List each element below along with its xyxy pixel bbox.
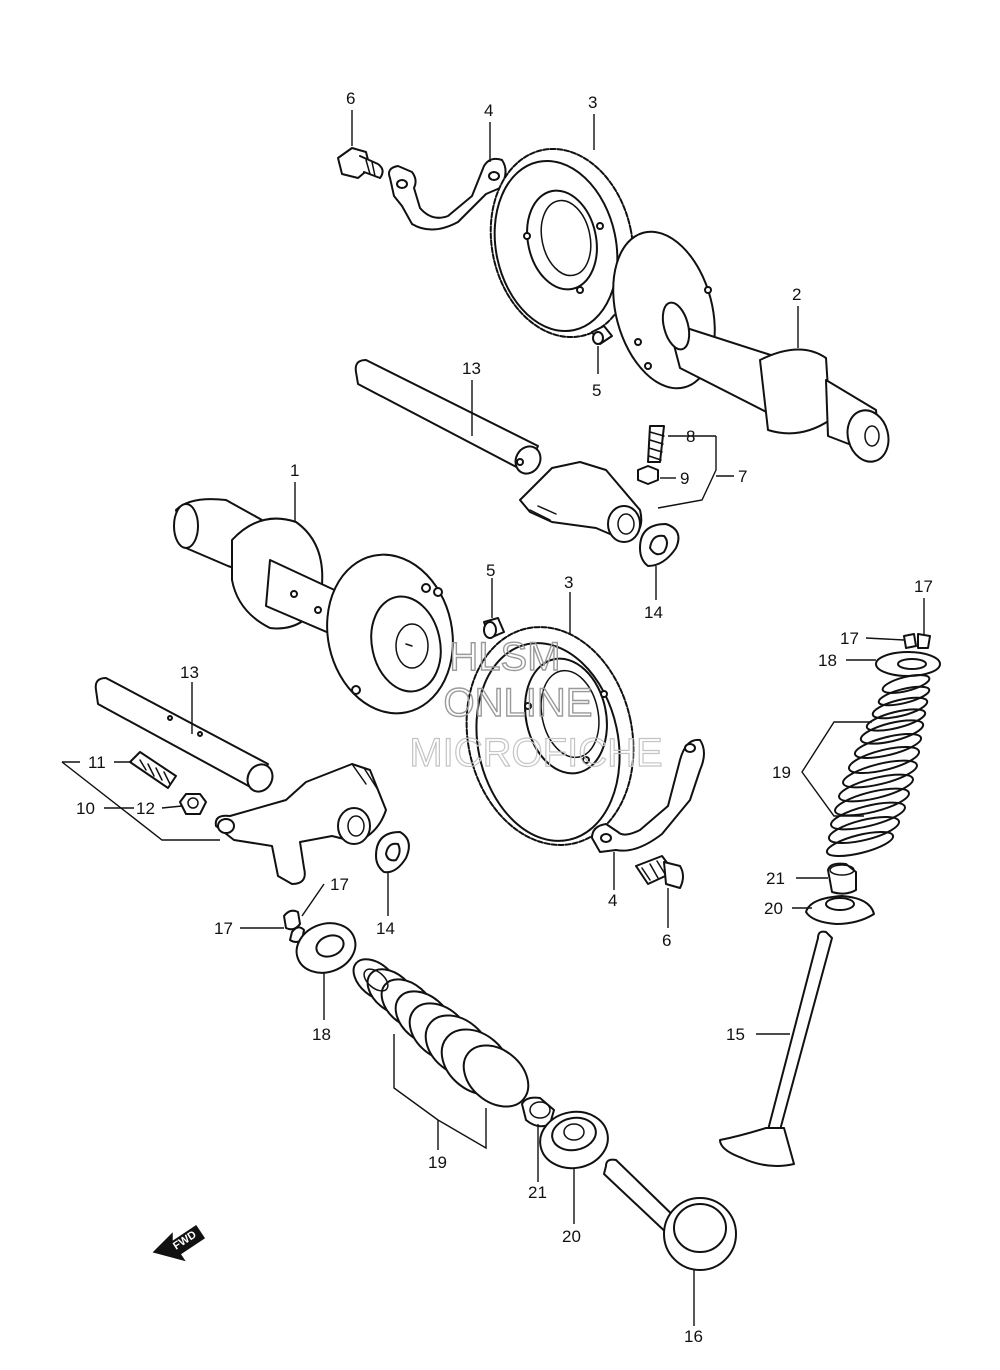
callout-15: 15 bbox=[726, 1025, 745, 1044]
callout-12: 12 bbox=[136, 799, 155, 818]
callout-9: 9 bbox=[680, 469, 689, 488]
callout-21-right: 21 bbox=[766, 869, 785, 888]
callout-4-lower: 4 bbox=[608, 891, 617, 910]
callout-10: 10 bbox=[76, 799, 95, 818]
callout-6-upper: 6 bbox=[346, 89, 355, 108]
fwd-arrow-icon: FWD bbox=[152, 1224, 206, 1262]
part-3-gear-lower[interactable] bbox=[447, 611, 653, 860]
part-1-camshaft[interactable] bbox=[173, 498, 467, 725]
callout-6-lower: 6 bbox=[662, 931, 671, 950]
part-16-valve-lower[interactable] bbox=[603, 1158, 737, 1271]
callout-18-right: 18 bbox=[818, 651, 837, 670]
callout-20-lower: 20 bbox=[562, 1227, 581, 1246]
part-17-cotter-lower[interactable] bbox=[283, 909, 305, 943]
part-14-keeper-upper[interactable] bbox=[639, 523, 680, 567]
callout-16: 16 bbox=[684, 1327, 703, 1346]
callout-2: 2 bbox=[792, 285, 801, 304]
part-19-springs-lower[interactable] bbox=[346, 951, 540, 1119]
callout-7: 7 bbox=[738, 467, 747, 486]
callout-14-lower: 14 bbox=[376, 919, 395, 938]
part-13-shaft-lower[interactable] bbox=[94, 677, 277, 796]
callout-5-upper: 5 bbox=[592, 381, 601, 400]
part-4-bracket-upper[interactable] bbox=[388, 157, 507, 231]
callout-13-upper: 13 bbox=[462, 359, 481, 378]
part-21-seal-lower[interactable] bbox=[521, 1096, 555, 1128]
part-4-bracket-lower[interactable] bbox=[591, 738, 705, 853]
callout-5-lower: 5 bbox=[486, 561, 495, 580]
callout-19-lower: 19 bbox=[428, 1153, 447, 1172]
watermark: HLSM ONLINE MICROFICHE bbox=[409, 634, 664, 775]
callout-14-upper: 14 bbox=[644, 603, 663, 622]
watermark-line-2: ONLINE bbox=[444, 681, 593, 725]
part-12-nut-lower[interactable] bbox=[179, 793, 207, 815]
part-21-seal-right[interactable] bbox=[827, 862, 857, 895]
part-19-springs-right[interactable] bbox=[825, 671, 931, 861]
part-5-pin-upper[interactable] bbox=[591, 325, 613, 345]
part-14-keeper-lower[interactable] bbox=[375, 831, 410, 874]
watermark-line-1: HLSM bbox=[449, 635, 560, 679]
callout-21-lower: 21 bbox=[528, 1183, 547, 1202]
callout-3-upper: 3 bbox=[588, 93, 597, 112]
callout-18-lower: 18 bbox=[312, 1025, 331, 1044]
watermark-line-3: MICROFICHE bbox=[409, 731, 662, 775]
callout-17-lower-a: 17 bbox=[330, 875, 349, 894]
part-20-seat-right[interactable] bbox=[805, 895, 875, 925]
part-7-rocker-arm-upper[interactable] bbox=[519, 461, 643, 543]
callout-17-right-a: 17 bbox=[914, 577, 933, 596]
part-13-shaft-upper[interactable] bbox=[354, 359, 545, 478]
part-11-screw-lower[interactable] bbox=[129, 751, 177, 789]
part-10-rocker-arm-lower[interactable] bbox=[214, 763, 387, 885]
part-15-valve-right[interactable] bbox=[719, 930, 833, 1167]
part-20-seat-lower[interactable] bbox=[536, 1107, 613, 1174]
part-5-pin-lower[interactable] bbox=[483, 617, 505, 639]
part-18-retainer-right[interactable] bbox=[875, 651, 941, 677]
part-18-retainer-lower[interactable] bbox=[290, 915, 363, 981]
part-6-bolt-lower[interactable] bbox=[635, 855, 684, 889]
part-9-nut-upper[interactable] bbox=[637, 465, 659, 485]
leader-lines bbox=[61, 110, 925, 1326]
callout-19-right: 19 bbox=[772, 763, 791, 782]
callout-20-right: 20 bbox=[764, 899, 783, 918]
callout-11: 11 bbox=[88, 753, 106, 772]
callout-13-lower: 13 bbox=[180, 663, 199, 682]
callout-17-right-b: 17 bbox=[840, 629, 859, 648]
callout-3-lower: 3 bbox=[564, 573, 573, 592]
callout-4-upper: 4 bbox=[484, 101, 493, 120]
part-8-screw-upper[interactable] bbox=[647, 425, 665, 463]
part-2-camshaft[interactable] bbox=[597, 220, 894, 466]
part-17-cotter-right[interactable] bbox=[903, 633, 931, 649]
callout-1: 1 bbox=[290, 461, 299, 480]
callout-labels: 6 4 3 2 5 13 1 8 9 7 14 5 3 13 11 10 12 … bbox=[76, 89, 933, 1346]
callout-8: 8 bbox=[686, 427, 695, 446]
part-3-gear-upper[interactable] bbox=[474, 136, 650, 351]
callout-17-lower-b: 17 bbox=[214, 919, 233, 938]
part-6-bolt-upper[interactable] bbox=[337, 147, 384, 179]
